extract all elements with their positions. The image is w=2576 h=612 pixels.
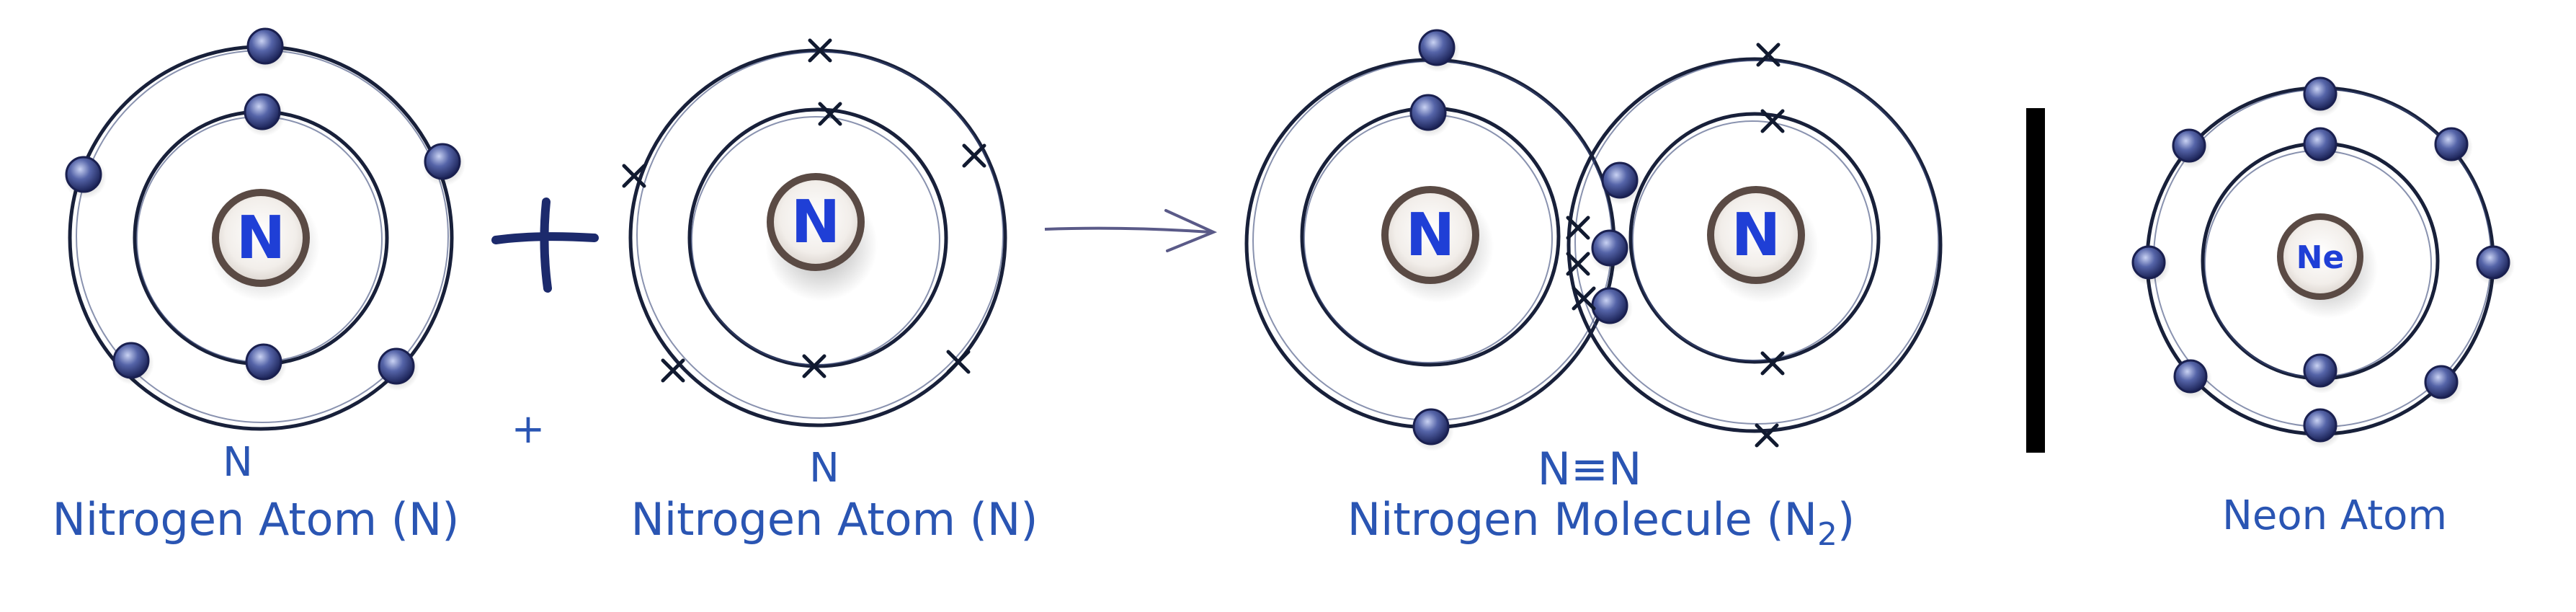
molecule-name-subscript: 2 <box>1817 516 1837 553</box>
electron-cross <box>1566 252 1590 276</box>
divider-bar <box>2026 108 2045 453</box>
electron <box>2172 359 2212 399</box>
right-inner-shell <box>1628 112 1881 364</box>
plus-small: + <box>512 406 545 453</box>
nucleus: Ne <box>2277 213 2378 319</box>
electron-cross <box>802 354 826 378</box>
electron <box>111 342 154 385</box>
electron-cross <box>1760 109 1785 133</box>
electron-cross <box>1572 286 1596 311</box>
electron <box>242 93 285 136</box>
nucleus-symbol: N <box>236 204 286 272</box>
electron <box>63 156 107 199</box>
electron <box>2423 365 2463 405</box>
electron-cross <box>1756 43 1781 67</box>
nucleus-symbol: N <box>1732 201 1781 270</box>
right-outer-shell <box>1566 57 1943 433</box>
electrons <box>622 38 986 383</box>
electrons <box>2130 76 2515 448</box>
electron <box>422 143 465 186</box>
electron-cross <box>1566 216 1590 240</box>
molecule-formula-label: N≡N <box>1538 443 1642 495</box>
neon-name-label: Neon Atom <box>2222 492 2447 539</box>
nitrogen-atom-1: N N Nitrogen Atom (N) <box>53 27 465 546</box>
plus-sign <box>491 198 599 293</box>
reaction-arrow <box>1044 209 1218 252</box>
electron-cross <box>818 102 842 126</box>
atom1-symbol-label: N <box>223 439 253 486</box>
atom1-name-label: Nitrogen Atom (N) <box>53 493 460 546</box>
electron-cross <box>661 358 685 383</box>
left-nucleus: N <box>1381 186 1494 303</box>
molecule-name-label: Nitrogen Molecule (N2) <box>1347 493 1855 553</box>
electron <box>2301 353 2342 394</box>
nucleus-symbol: N <box>791 188 841 257</box>
molecule-name-suffix: ) <box>1837 493 1855 546</box>
molecule-name-prefix: Nitrogen Molecule (N <box>1347 493 1817 546</box>
electron <box>2130 245 2170 285</box>
electron <box>1417 29 1460 72</box>
atom2-name-label: Nitrogen Atom (N) <box>631 493 1038 546</box>
electron-cross <box>1760 351 1785 376</box>
electron <box>1590 287 1633 330</box>
electron <box>1590 229 1633 272</box>
atom2-symbol-label: N <box>809 445 839 492</box>
electron-cross <box>808 38 832 63</box>
nucleus-symbol: Ne <box>2296 239 2345 276</box>
neon-atom: Ne Neon Atom <box>2130 76 2515 539</box>
nitrogen-molecule: N N N≡N Nitrogen Molecule ( <box>1244 29 1943 553</box>
electron <box>245 27 288 71</box>
nucleus: N <box>765 173 878 301</box>
electron <box>376 347 419 391</box>
electron-cross <box>962 143 986 168</box>
electron <box>2170 128 2211 169</box>
electron <box>1600 161 1643 205</box>
electron-cross <box>622 164 646 188</box>
right-electrons <box>1566 43 1785 448</box>
nucleus-symbol: N <box>1406 201 1456 270</box>
right-inner-shell-trace <box>1632 120 1873 361</box>
right-nucleus: N <box>1706 186 1819 303</box>
electron <box>1411 408 1454 451</box>
electron <box>2301 76 2342 117</box>
electron-cross <box>1755 423 1779 448</box>
electron <box>2433 127 2473 167</box>
electron-cross <box>946 350 971 374</box>
nitrogen-atom-2: N N Nitrogen Atom (N) <box>622 38 1038 546</box>
electron <box>2301 127 2342 167</box>
electron <box>2474 245 2515 285</box>
inner-shell <box>687 107 948 368</box>
left-electrons <box>1408 29 1643 451</box>
nucleus: N <box>208 189 320 301</box>
electrons <box>63 27 465 391</box>
electron <box>244 343 287 386</box>
electron <box>2301 408 2342 448</box>
electron <box>1408 94 1451 137</box>
